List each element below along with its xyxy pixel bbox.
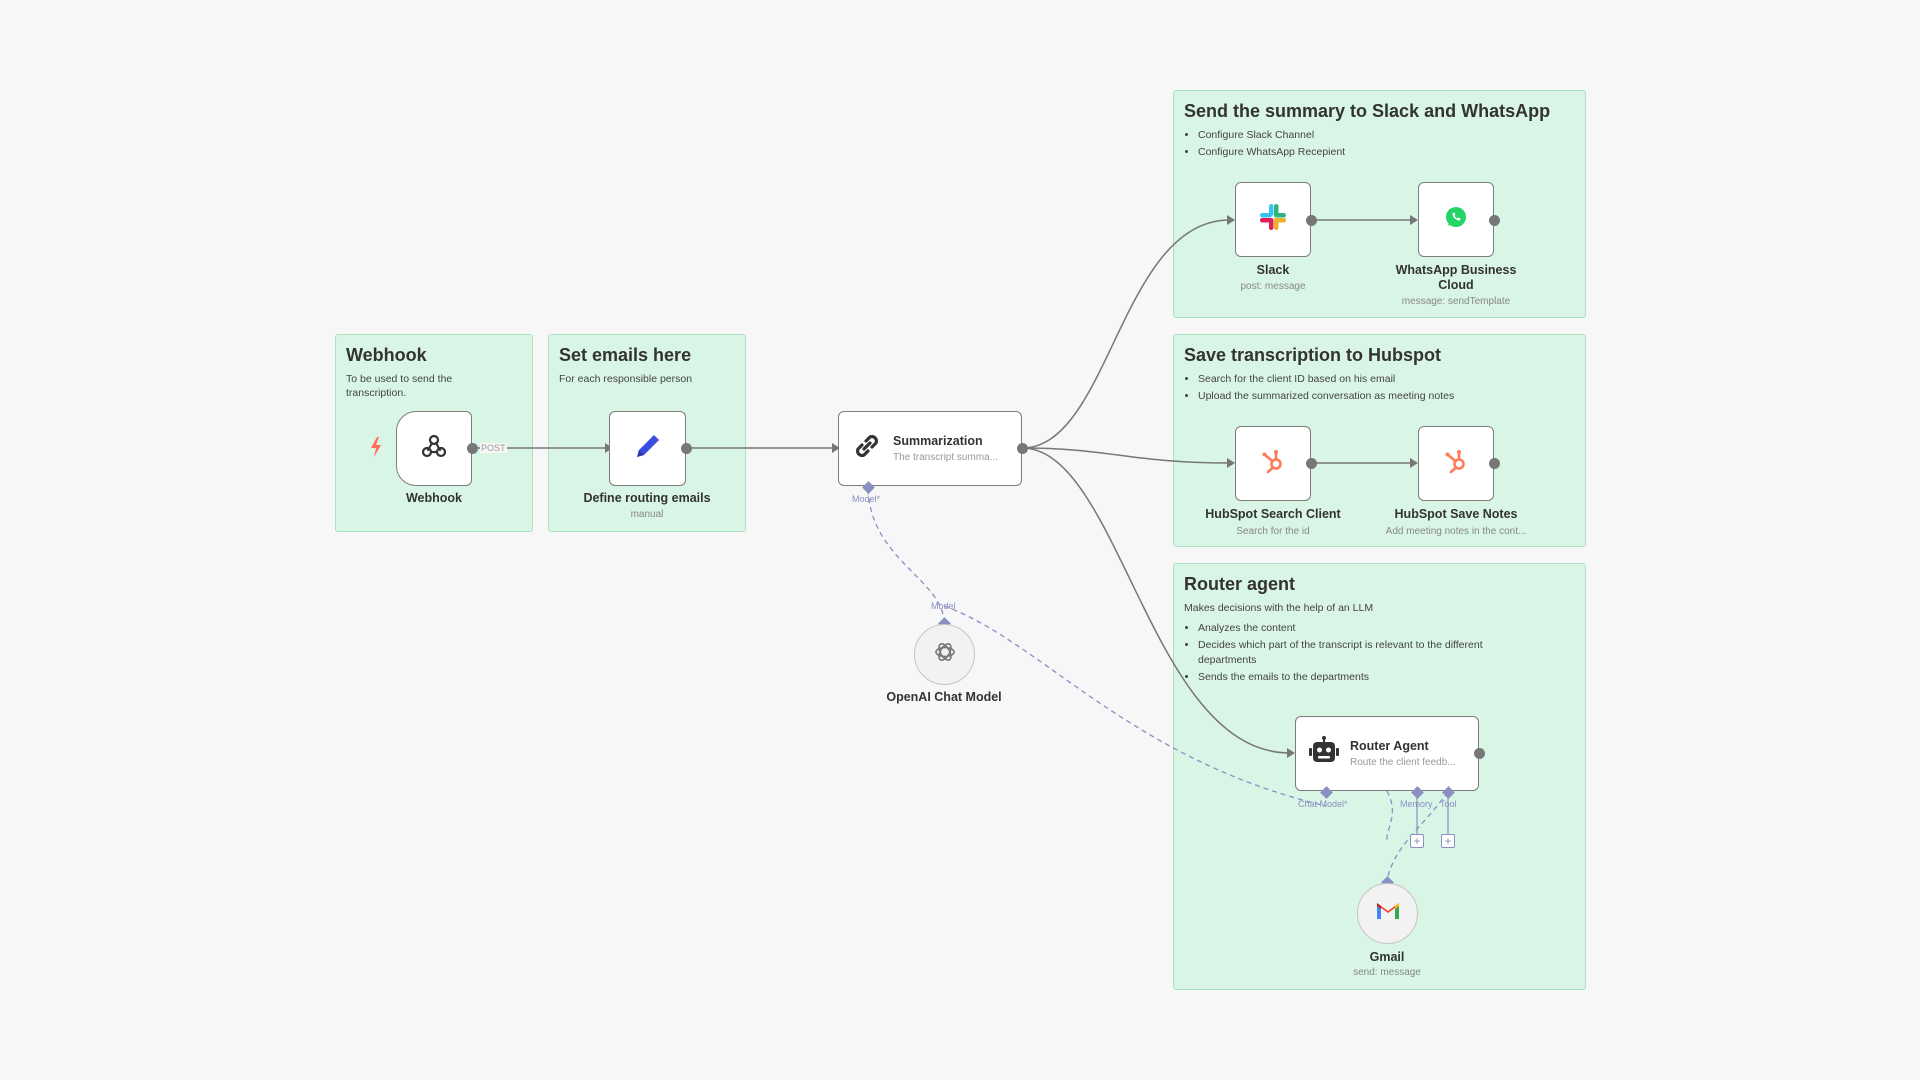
define-emails-node-sub: manual [630, 509, 664, 520]
edge-summarization-to-hubspot-search [1021, 447, 1231, 464]
lightning-bolt-icon [370, 437, 382, 462]
slack-icon [1258, 202, 1288, 237]
sticky-title: Save transcription to Hubspot [1184, 345, 1442, 365]
sticky-list-item: Configure WhatsApp Recepient [1198, 145, 1575, 159]
openai-icon [932, 639, 958, 670]
router-agent-title: Router Agent [1350, 739, 1429, 753]
hubspot-search-output-handle[interactable] [1305, 457, 1317, 469]
router-tool-port-label: Tool [1440, 799, 1457, 809]
hubspot-search-node-sub: Search for the id [1236, 526, 1310, 537]
summarization-title: Summarization [893, 434, 983, 448]
sticky-title: Webhook [346, 345, 427, 365]
webhook-output-handle[interactable] [466, 442, 478, 454]
define-emails-node-label: Define routing emails [583, 491, 711, 505]
hubspot-save-notes-node[interactable] [1418, 426, 1494, 501]
gmail-node[interactable] [1357, 883, 1418, 944]
whatsapp-icon [1444, 205, 1468, 234]
pencil-icon [631, 429, 665, 468]
router-agent-output-handle[interactable] [1473, 747, 1485, 759]
edge-arrowhead [1410, 215, 1418, 225]
edge-arrowhead [1287, 748, 1295, 758]
sticky-list: Analyzes the content Decides which part … [1184, 621, 1538, 684]
sticky-list: Configure Slack Channel Configure WhatsA… [1184, 128, 1575, 159]
sticky-desc: To be used to send the transcription. [346, 373, 453, 400]
whatsapp-node-sub: message: sendTemplate [1401, 296, 1511, 307]
hubspot-save-node-label: HubSpot Save Notes [1394, 507, 1518, 521]
edge-label-post: POST [480, 443, 507, 453]
openai-model-port-label: Model [931, 601, 956, 611]
slack-node-label: Slack [1256, 263, 1290, 277]
router-agent-text: Router Agent Route the client feedb... [1350, 739, 1456, 768]
sticky-list-item: Sends the emails to the departments [1198, 670, 1538, 684]
edge-summarization-to-router [1021, 447, 1291, 754]
router-memory-port-label: Memory [1400, 799, 1433, 809]
hubspot-icon [1442, 447, 1470, 480]
router-chat-model-port-label: Chat Model* [1298, 799, 1348, 809]
edge-arrowhead [1227, 215, 1235, 225]
router-agent-desc: Route the client feedb... [1350, 757, 1456, 768]
robot-icon [1308, 736, 1340, 771]
sticky-list: Search for the client ID based on his em… [1184, 372, 1575, 403]
summarization-text: Summarization The transcript summa... [893, 434, 998, 463]
gmail-icon [1375, 901, 1401, 926]
gmail-node-label: Gmail [1369, 950, 1405, 964]
chain-link-icon [851, 430, 883, 467]
edge-gmail-to-tool [1386, 790, 1393, 843]
openai-node-label: OpenAI Chat Model [886, 690, 1002, 704]
openai-chat-model-node[interactable] [914, 624, 975, 685]
sticky-title: Set emails here [559, 345, 692, 365]
edge-openai-to-router [943, 605, 1327, 807]
sticky-title: Send the summary to Slack and WhatsApp [1184, 101, 1551, 121]
sticky-list-item: Analyzes the content [1198, 621, 1538, 635]
define-emails-output-handle[interactable] [680, 442, 692, 454]
whatsapp-node-label: WhatsApp Business Cloud [1395, 263, 1517, 292]
slack-node[interactable] [1235, 182, 1311, 257]
hubspot-search-node-label: HubSpot Search Client [1205, 507, 1341, 521]
hubspot-icon [1259, 447, 1287, 480]
slack-output-handle[interactable] [1305, 214, 1317, 226]
summarization-model-port-label: Model* [852, 494, 881, 504]
sticky-desc: Makes decisions with the help of an LLM [1184, 602, 1374, 614]
gmail-node-sub: send: message [1353, 967, 1421, 978]
sticky-list-item: Search for the client ID based on his em… [1198, 372, 1575, 386]
add-tool-button[interactable]: + [1441, 834, 1455, 848]
summarization-desc: The transcript summa... [893, 452, 999, 463]
sticky-set-emails[interactable]: Set emails here For each responsible per… [548, 334, 746, 532]
webhook-node-label: Webhook [405, 491, 463, 505]
hubspot-save-output-handle[interactable] [1488, 457, 1500, 469]
sticky-desc: For each responsible person [559, 373, 693, 385]
sticky-list-item: Decides which part of the transcript is … [1198, 638, 1538, 666]
edge-openai-to-summarization [867, 487, 945, 624]
hubspot-search-client-node[interactable] [1235, 426, 1311, 501]
webhook-node[interactable] [396, 411, 472, 486]
edge-arrowhead [832, 443, 840, 453]
summarization-node[interactable]: Summarization The transcript summa... [838, 411, 1022, 486]
edge-summarization-to-slack [1021, 219, 1231, 449]
whatsapp-output-handle[interactable] [1488, 214, 1500, 226]
add-memory-button[interactable]: + [1410, 834, 1424, 848]
summarization-output-handle[interactable] [1016, 442, 1028, 454]
router-agent-node[interactable]: Router Agent Route the client feedb... [1295, 716, 1479, 791]
whatsapp-node[interactable] [1418, 182, 1494, 257]
webhook-icon [419, 431, 449, 466]
sticky-title: Router agent [1184, 574, 1296, 594]
sticky-webhook[interactable]: Webhook To be used to send the transcrip… [335, 334, 533, 532]
edge-arrowhead [1410, 458, 1418, 468]
hubspot-save-node-sub: Add meeting notes in the cont... [1385, 526, 1527, 537]
edge-arrowhead [1227, 458, 1235, 468]
sticky-list-item: Upload the summarized conversation as me… [1198, 389, 1575, 403]
sticky-list-item: Configure Slack Channel [1198, 128, 1575, 142]
define-routing-emails-node[interactable] [609, 411, 686, 486]
slack-node-sub: post: message [1240, 281, 1306, 292]
